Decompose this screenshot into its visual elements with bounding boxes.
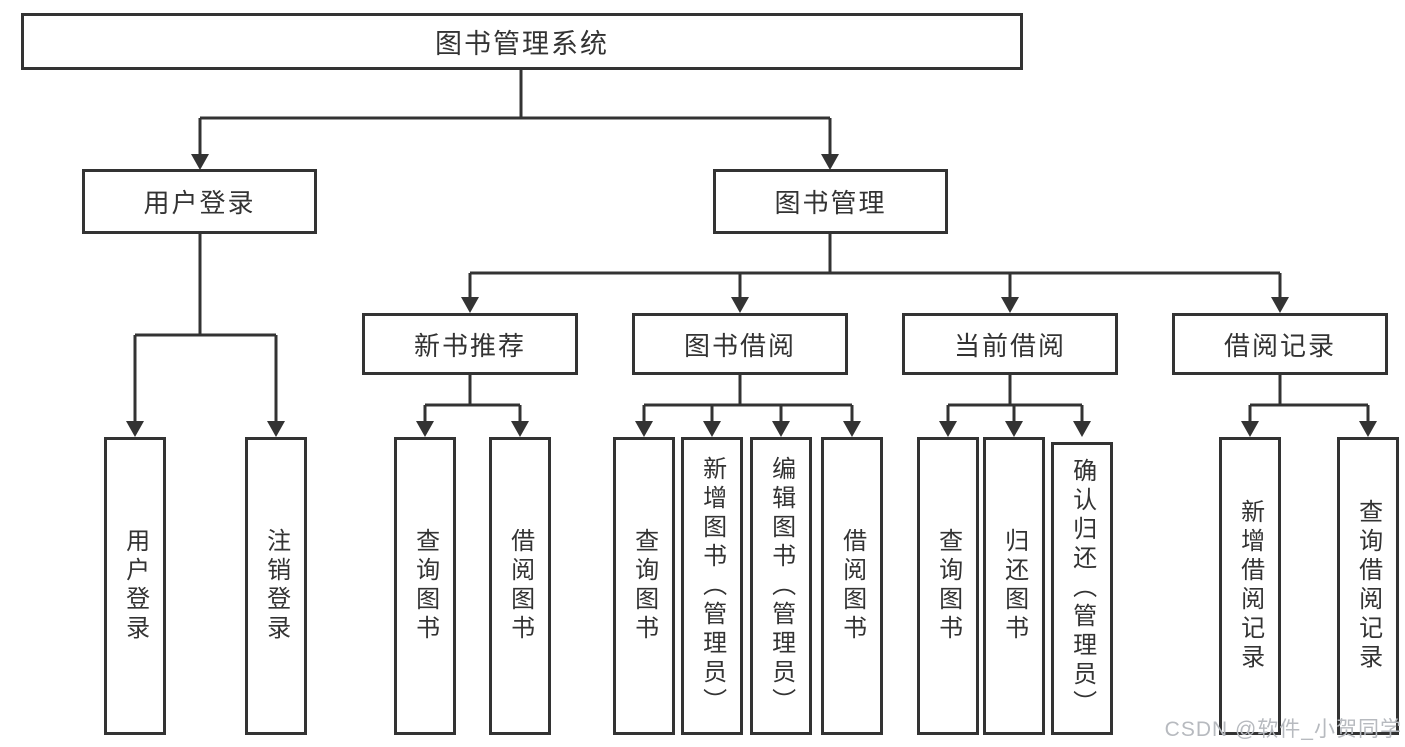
node-borrowing-records: 借阅记录 (1172, 313, 1388, 375)
leaf-bb-add-book-admin: 新增图书（管理员） (681, 437, 743, 735)
leaf-bb-edit-book-admin: 编辑图书（管理员） (750, 437, 812, 735)
arrowheads (126, 154, 1377, 437)
node-current-borrowing: 当前借阅 (902, 313, 1118, 375)
node-book-management: 图书管理 (713, 169, 948, 234)
leaf-br-add-record: 新增借阅记录 (1219, 437, 1281, 735)
leaf-cb-return-books: 归还图书 (983, 437, 1045, 735)
leaf-cb-confirm-return-admin: 确认归还（管理员） (1051, 442, 1113, 735)
watermark: CSDN @软件_小贺同学 (1164, 718, 1402, 741)
leaf-nbr-borrow-books: 借阅图书 (489, 437, 551, 735)
node-user-login: 用户登录 (82, 169, 317, 234)
leaf-user-login: 用户登录 (104, 437, 166, 735)
leaf-bb-query-books: 查询图书 (613, 437, 675, 735)
leaf-bb-borrow-books: 借阅图书 (821, 437, 883, 735)
node-new-book-recommend: 新书推荐 (362, 313, 578, 375)
leaf-logout: 注销登录 (245, 437, 307, 735)
leaf-cb-query-books: 查询图书 (917, 437, 979, 735)
node-book-borrowing: 图书借阅 (632, 313, 848, 375)
leaf-nbr-query-books: 查询图书 (394, 437, 456, 735)
node-library-management-system: 图书管理系统 (21, 13, 1023, 70)
leaf-br-query-record: 查询借阅记录 (1337, 437, 1399, 735)
